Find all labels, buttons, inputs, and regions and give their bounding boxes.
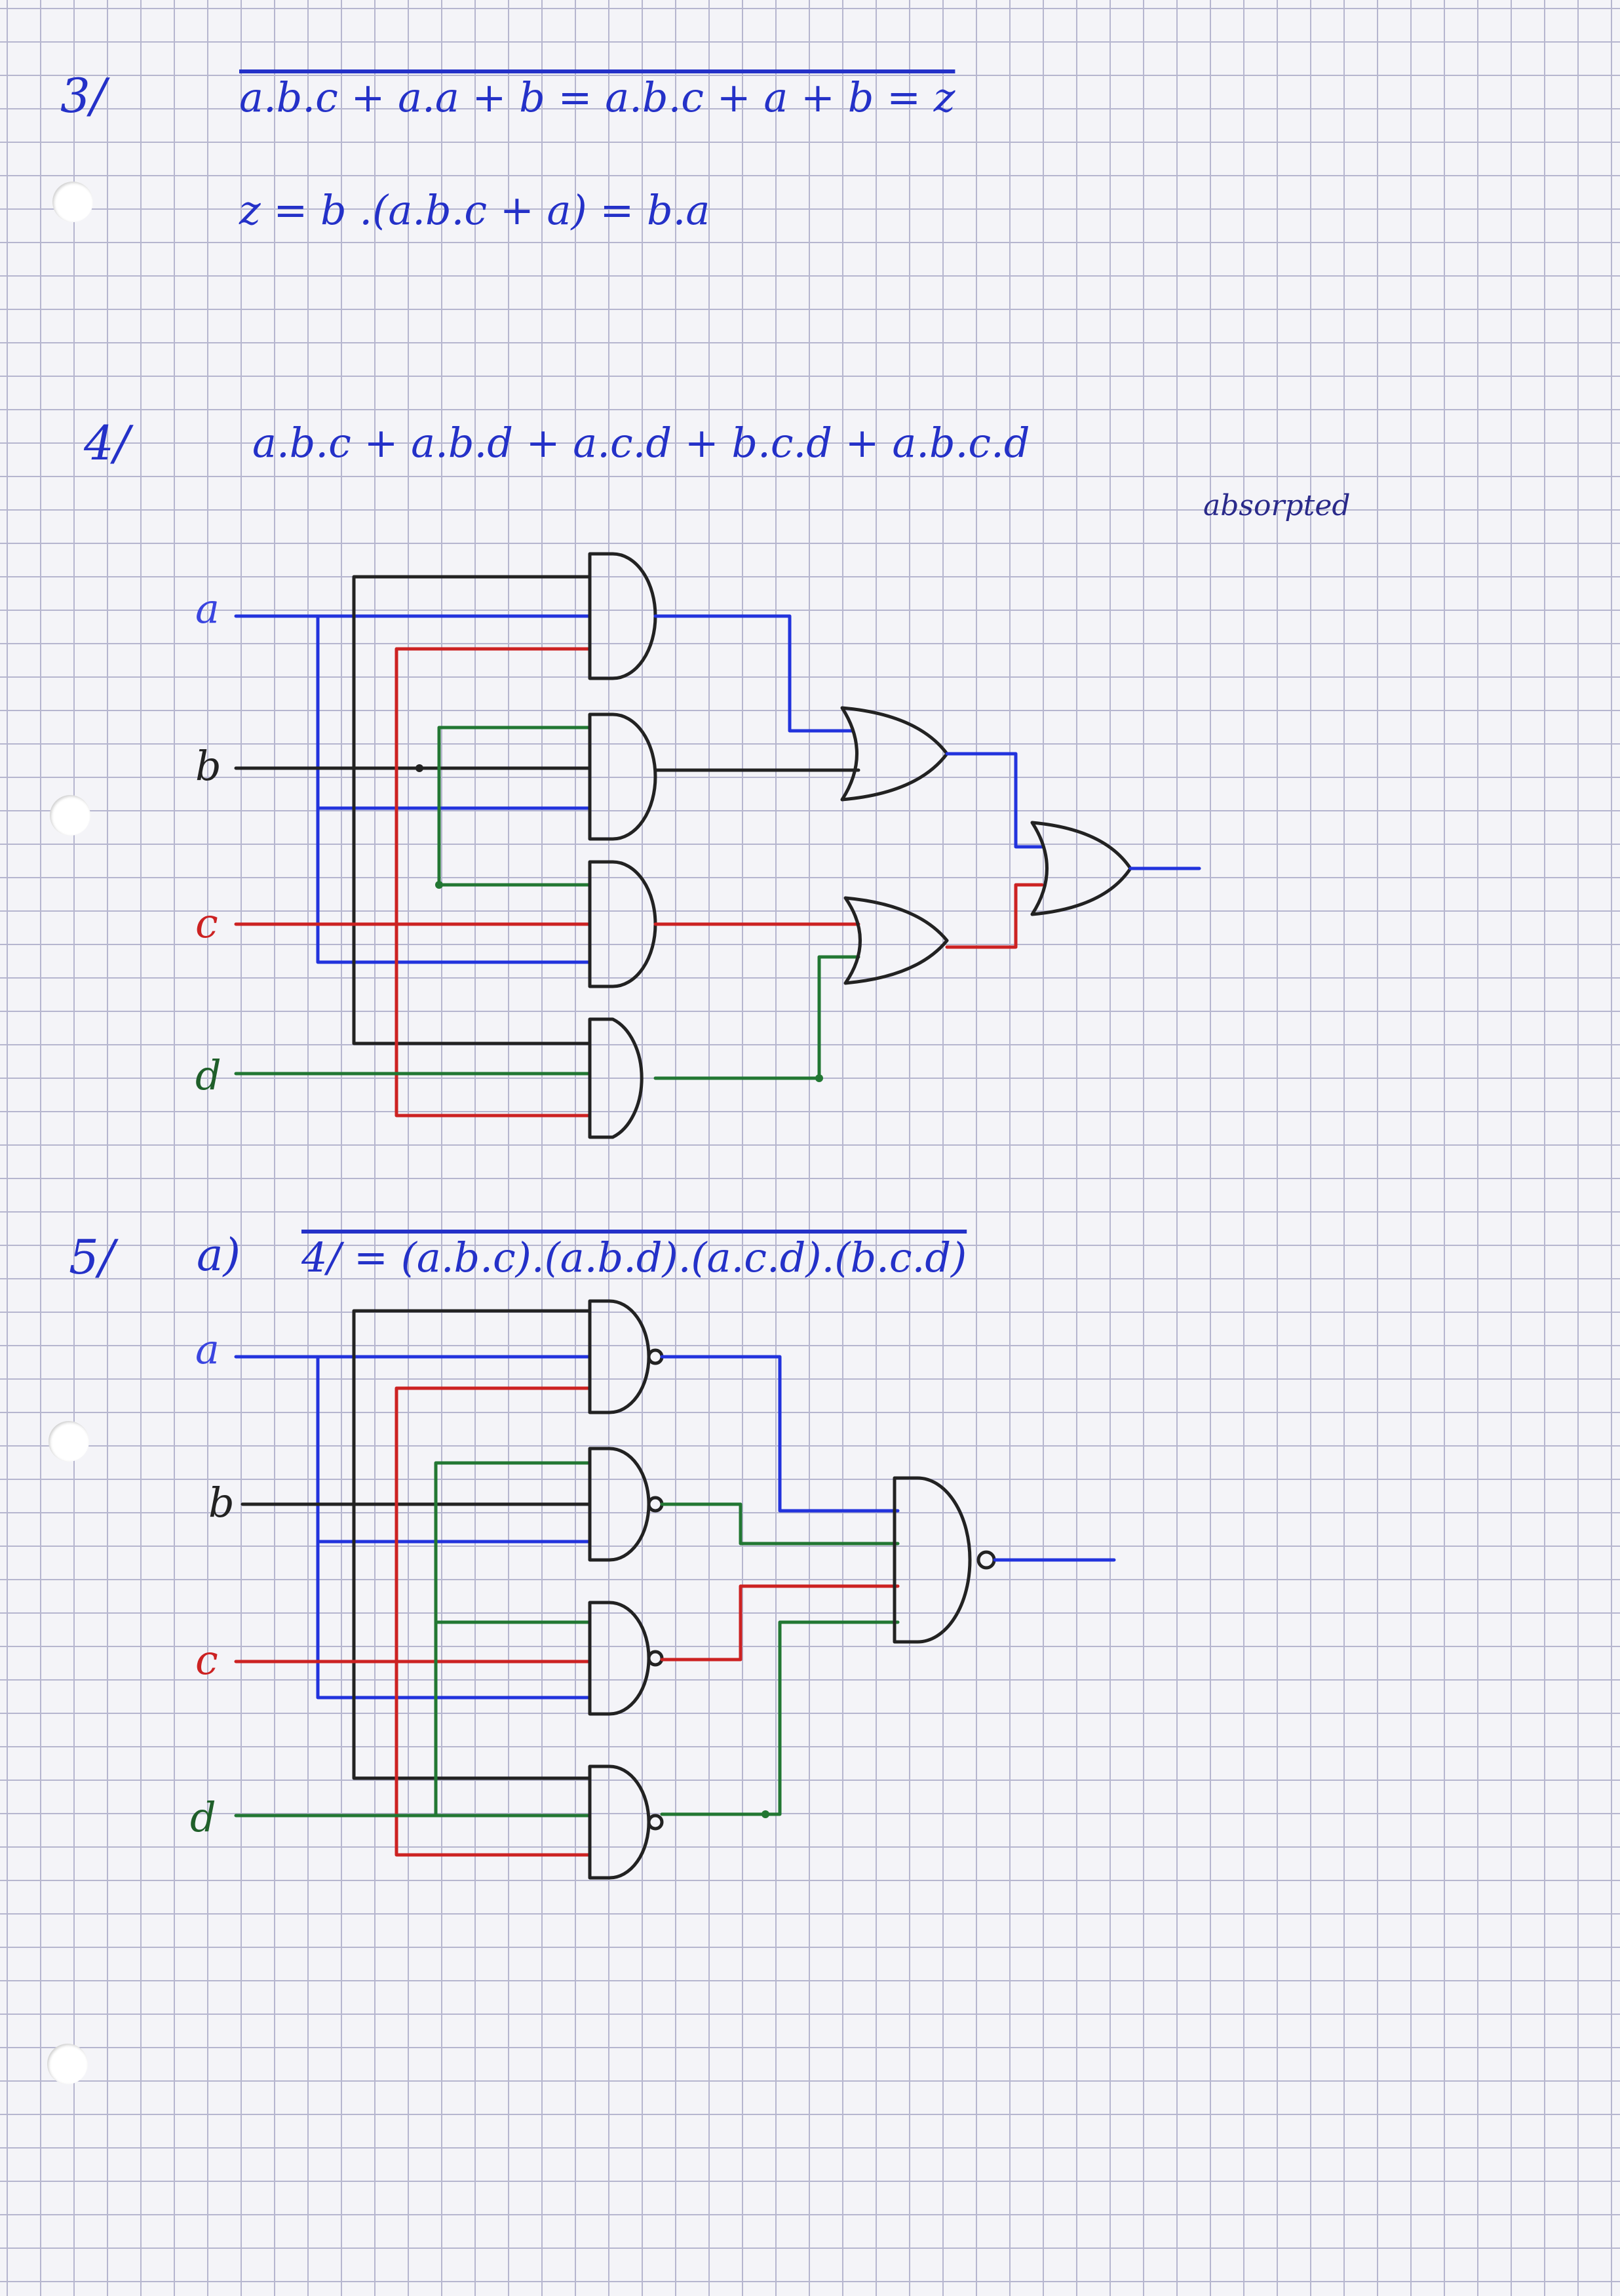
s4-or-gate-1 — [840, 706, 949, 802]
s5-nand-bubble-final — [976, 1550, 996, 1570]
s5-nand-gate-1 — [588, 1299, 651, 1414]
s5-nand-bubble-4 — [647, 1814, 664, 1831]
s5-junction-dot — [762, 1810, 769, 1818]
s5-nand-bubble-3 — [647, 1650, 664, 1667]
s5-input-c: c — [195, 1636, 218, 1684]
s4-wire-a — [234, 614, 592, 964]
s5-nand-gate-4 — [588, 1764, 651, 1880]
s4-and-gate-2 — [588, 712, 657, 841]
s4-input-c: c — [195, 899, 218, 947]
s4-input-a: a — [195, 585, 220, 632]
s5-wire-a — [234, 1355, 592, 1700]
s5-wire-nand1-out — [660, 1355, 900, 1513]
s4-and-gate-4 — [588, 1017, 644, 1139]
s4-or-gate-2 — [843, 896, 949, 985]
s5-input-d: d — [190, 1793, 216, 1841]
s5-wire-b — [241, 1309, 592, 1780]
s4-and-gate-1 — [588, 552, 657, 680]
s4-wire-and1-out — [653, 614, 854, 733]
s4-wire-c — [234, 647, 592, 1118]
s5-circuit — [234, 1299, 1116, 1880]
s5-input-b: b — [208, 1479, 235, 1527]
s5-input-a: a — [195, 1325, 220, 1373]
s4-wire-b — [234, 575, 592, 1045]
s4-junction-dot — [815, 1074, 823, 1082]
s5-input-wires — [234, 1309, 592, 1857]
s4-and-gate-3 — [588, 860, 657, 988]
s5-nand-bubble-1 — [647, 1348, 664, 1365]
s5-wire-d — [234, 1461, 592, 1818]
section-3-number: 3/ — [60, 68, 107, 123]
s5-nand-gate-3 — [588, 1601, 651, 1716]
section-5-expression: 4/ = (a.b.c).(a.b.d).(a.c.d).(b.c.d) — [301, 1234, 967, 1281]
section-5-part-label: a) — [197, 1230, 241, 1281]
s4-input-b: b — [195, 742, 222, 790]
s5-nand-gate-final — [893, 1476, 972, 1644]
binder-hole-2 — [50, 795, 90, 836]
s4-wire-and4-out — [653, 955, 860, 1080]
section-4-number: 4/ — [84, 416, 130, 471]
binder-hole-1 — [52, 182, 93, 222]
section-5-number: 5/ — [69, 1230, 115, 1285]
s5-wire-nand4-out — [660, 1620, 900, 1816]
binder-hole-3 — [48, 1421, 89, 1462]
s4-or-gate-3 — [1030, 821, 1132, 916]
s5-nand-gate-2 — [588, 1447, 651, 1562]
section-3-equation-2: z = b .(a.b.c + a) = b.a — [239, 186, 710, 234]
s4-wire-or2-out — [945, 883, 1044, 949]
s5-nand-bubble-2 — [647, 1496, 664, 1513]
s4-wire-d — [234, 726, 592, 1076]
section-3-equation-1: a.b.c + a.a + b = a.b.c + a + b = z — [239, 73, 955, 121]
s5-wire-nand3-out — [660, 1584, 900, 1662]
section-4-annotation: absorpted — [1203, 489, 1351, 522]
s4-junction-dot — [435, 881, 443, 889]
binder-hole-4 — [47, 2044, 88, 2084]
s5-wire-c — [234, 1386, 592, 1857]
s5-wire-nand2-out — [660, 1502, 900, 1546]
section-4-expression: a.b.c + a.b.d + a.c.d + b.c.d + a.b.c.d — [252, 419, 1030, 467]
s4-circuit — [234, 552, 1201, 1139]
s4-wire-or1-out — [945, 752, 1044, 849]
s4-input-d: d — [195, 1051, 222, 1099]
s4-input-wires — [234, 575, 592, 1118]
s4-junction-dot — [415, 764, 423, 772]
